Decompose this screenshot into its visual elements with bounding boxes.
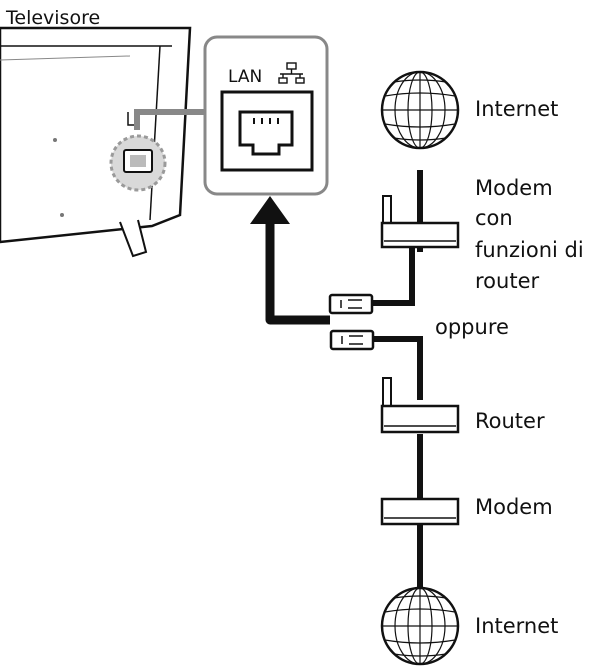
router-device-icon [380,377,460,434]
modem-device-icon [380,497,460,526]
or-label: oppure [435,315,509,339]
television [0,26,205,258]
cables [250,170,423,590]
globe-icon [380,70,460,150]
router-label: Router [475,409,545,433]
router-device-icon [380,195,460,249]
modem-router-label-line-2: con [475,206,513,230]
lan-port-panel [203,35,329,196]
modem-router-label-line-1: Modem [475,176,553,200]
rj45-connector-icon [329,329,375,351]
arrow-up-icon [250,196,290,224]
modem-router-label-line-3: funzioni di [475,238,584,262]
internet-bottom-label: Internet [475,614,558,638]
rj45-connector-icon [328,293,374,315]
network-icon [278,62,305,84]
modem-router-label-line-4: router [475,269,539,293]
globe-icon [380,586,460,666]
ethernet-port-icon [238,110,294,156]
tv-label: Televisore [5,7,100,29]
internet-top-label: Internet [475,97,558,121]
lan-label: LAN [228,67,262,87]
modem-label: Modem [475,495,553,519]
